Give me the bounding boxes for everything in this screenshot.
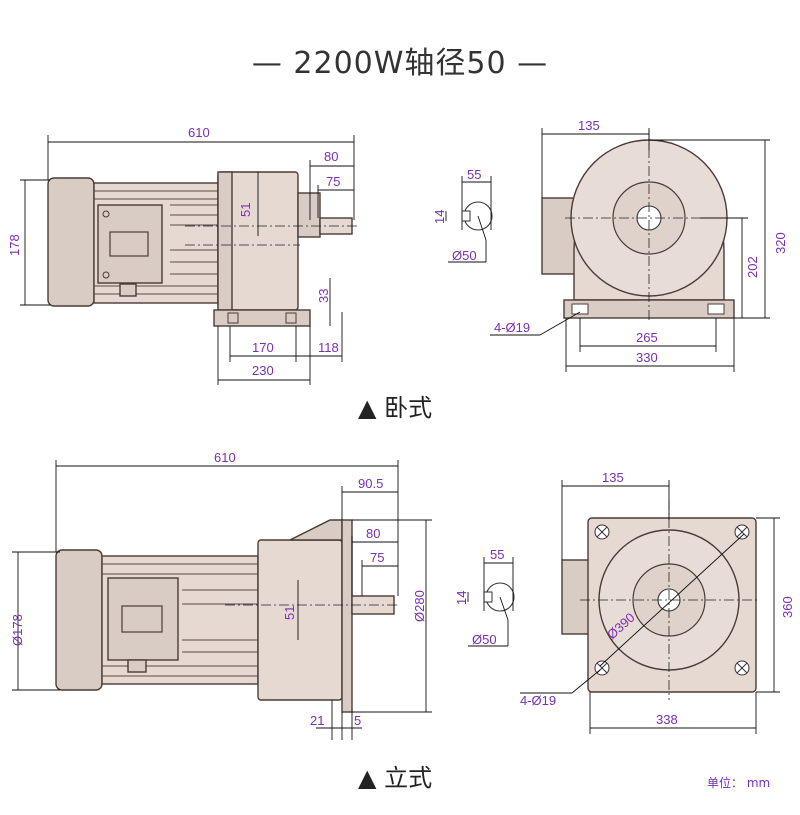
- terminal-box-v: [107, 577, 179, 661]
- dim-320: 320: [773, 232, 788, 254]
- dim-178: 178: [7, 234, 22, 256]
- terminal-box: [97, 204, 163, 284]
- dim-360: 360: [780, 596, 795, 618]
- mounting-flange-v: [341, 519, 353, 713]
- dim-280-v: Ø280: [412, 590, 427, 622]
- dim-51-v: 51: [282, 606, 297, 620]
- vertical-shaft-detail: 55 14 Ø50: [454, 547, 515, 647]
- gearbox-housing-v: [257, 539, 343, 701]
- nameplate: [109, 231, 149, 257]
- caption-vertical: ▲ 立式: [358, 764, 433, 792]
- dim-202: 202: [745, 256, 760, 278]
- motor-end-cap-v: [55, 549, 103, 691]
- dim-shaft-50: Ø50: [452, 248, 477, 263]
- cable-gland-v: [127, 659, 147, 673]
- terminal-box-front-v: [561, 559, 593, 635]
- holes-label-vertical: 4-Ø19: [520, 693, 556, 708]
- motor-fins: [94, 190, 218, 295]
- dim-80-v: 80: [366, 526, 380, 541]
- bolt-holes-v: [594, 524, 750, 676]
- dim-shaft-55-v: 55: [490, 547, 504, 562]
- dim-5: 5: [354, 713, 361, 728]
- dim-shaft-55: 55: [467, 167, 481, 182]
- dim-265: 265: [636, 330, 658, 345]
- dim-90-5: 90.5: [358, 476, 383, 491]
- dim-610-v: 610: [214, 450, 236, 465]
- dim-shaft-50-v: Ø50: [472, 632, 497, 647]
- dim-80: 80: [324, 149, 338, 164]
- dim-shaft-14: 14: [432, 210, 447, 224]
- horizontal-front-view: 135 320 202 4-Ø19 265 330: [490, 118, 788, 372]
- dim-75: 75: [326, 174, 340, 189]
- dim-21: 21: [310, 713, 324, 728]
- gearbox-flange: [217, 171, 233, 311]
- dim-230: 230: [252, 363, 274, 378]
- vertical-front-view: Ø390 135 360 4-Ø19 338: [520, 470, 795, 734]
- holes-label-horizontal: 4-Ø19: [494, 320, 530, 335]
- caption-horizontal: ▲ 卧式: [358, 394, 433, 422]
- nameplate-v: [121, 605, 163, 633]
- horizontal-shaft-detail: 55 14 Ø50: [432, 167, 493, 263]
- page-title: — 2200W轴径50 —: [251, 46, 549, 81]
- dim-shaft-14-v: 14: [454, 591, 469, 605]
- dim-118: 118: [318, 340, 339, 355]
- dim-170: 170: [252, 340, 274, 355]
- dim-330: 330: [636, 350, 658, 365]
- dim-338: 338: [656, 712, 678, 727]
- unit-note: 单位： mm: [707, 776, 771, 790]
- dim-33: 33: [316, 289, 331, 303]
- dim-135-v: 135: [602, 470, 624, 485]
- dim-610: 610: [188, 125, 210, 140]
- shaft-hub: [297, 192, 321, 238]
- keyway: [461, 210, 471, 222]
- dim-135: 135: [578, 118, 600, 133]
- vertical-side-view: 610 90.5 80 75 Ø178 51 Ø280 21 5: [10, 450, 432, 740]
- dim-75-v: 75: [370, 550, 384, 565]
- motor-end-cap: [47, 177, 95, 307]
- dim-178-v: Ø178: [10, 614, 25, 646]
- gearbox-top: [289, 519, 343, 541]
- horizontal-side-view: 610 80 75 51 178 33 170 118 230: [7, 125, 360, 385]
- keyway-v: [483, 591, 493, 603]
- cable-gland: [119, 283, 137, 297]
- dim-51: 51: [238, 203, 253, 217]
